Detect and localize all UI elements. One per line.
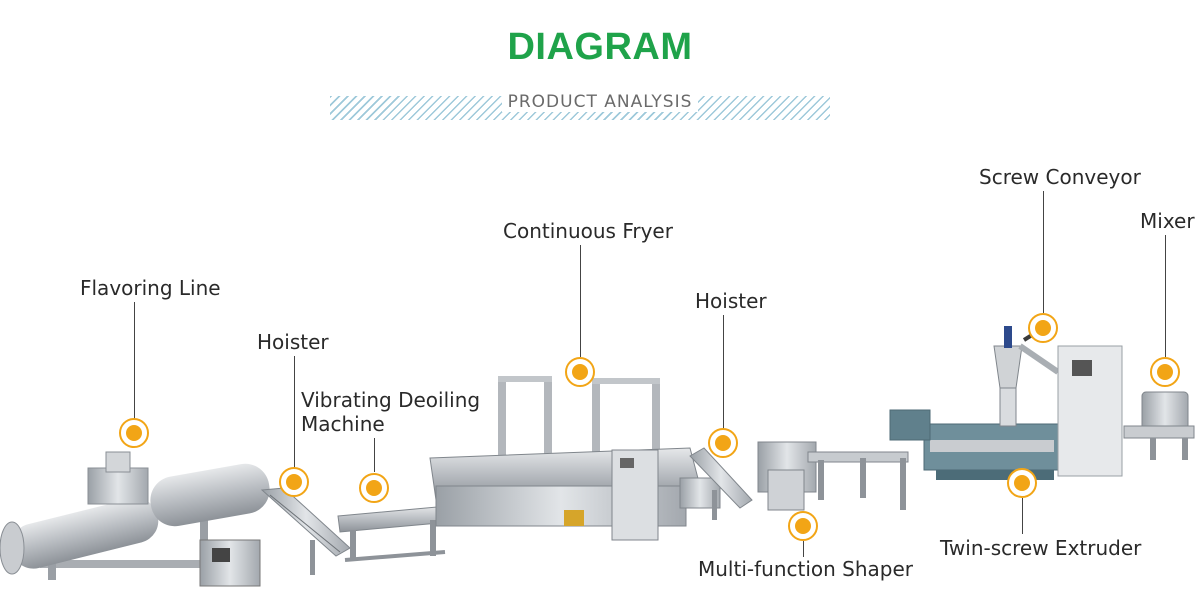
marker-vibrating-deoiling-machine[interactable]	[359, 473, 389, 503]
marker-screw-conveyor[interactable]	[1028, 313, 1058, 343]
leader-hoister-2	[723, 315, 724, 429]
diagram-title: DIAGRAM	[507, 26, 693, 68]
label-multi-function-shaper: Multi-function Shaper	[698, 557, 914, 581]
marker-mixer[interactable]	[1150, 357, 1180, 387]
marker-flavoring-line[interactable]	[119, 418, 149, 448]
leader-multi-function-shaper	[803, 541, 804, 557]
leader-screw-conveyor	[1043, 191, 1044, 313]
leader-continuous-fryer	[580, 245, 581, 357]
marker-continuous-fryer[interactable]	[565, 357, 595, 387]
vibrating-deoiling-machine-shape	[337, 505, 451, 562]
label-vibrating-deoiling-machine: Vibrating Deoiling Machine	[301, 388, 481, 436]
hoister-2-machine	[689, 447, 753, 520]
label-screw-conveyor: Screw Conveyor	[979, 165, 1141, 189]
leader-hoister-1	[294, 356, 295, 468]
control-cabinet	[1057, 345, 1123, 477]
marker-multi-function-shaper[interactable]	[788, 511, 818, 541]
subtitle: PRODUCT ANALYSIS	[0, 92, 1200, 112]
marker-hoister-2[interactable]	[708, 428, 738, 458]
marker-twin-screw-extruder[interactable]	[1007, 468, 1037, 498]
leader-flavoring-line	[134, 302, 135, 420]
label-continuous-fryer: Continuous Fryer	[503, 219, 673, 243]
leader-mixer	[1165, 235, 1166, 357]
multi-function-shaper-machine	[757, 441, 909, 511]
label-hoister-2: Hoister	[695, 289, 767, 313]
label-hoister-1: Hoister	[257, 330, 329, 354]
twin-screw-extruder-machine	[889, 326, 1059, 480]
label-mixer: Mixer	[1140, 209, 1195, 233]
subtitle-text: PRODUCT ANALYSIS	[501, 92, 699, 112]
label-twin-screw-extruder: Twin-screw Extruder	[940, 536, 1142, 560]
hoister-1-machine	[260, 487, 351, 575]
marker-hoister-1[interactable]	[279, 467, 309, 497]
flavoring-line-machine	[0, 451, 270, 587]
leader-vibrating-deoiling-machine	[374, 438, 375, 472]
continuous-fryer-machine	[429, 376, 721, 541]
mixer-machine	[1123, 391, 1195, 460]
leader-twin-screw-extruder	[1022, 498, 1023, 534]
label-flavoring-line: Flavoring Line	[80, 276, 221, 300]
